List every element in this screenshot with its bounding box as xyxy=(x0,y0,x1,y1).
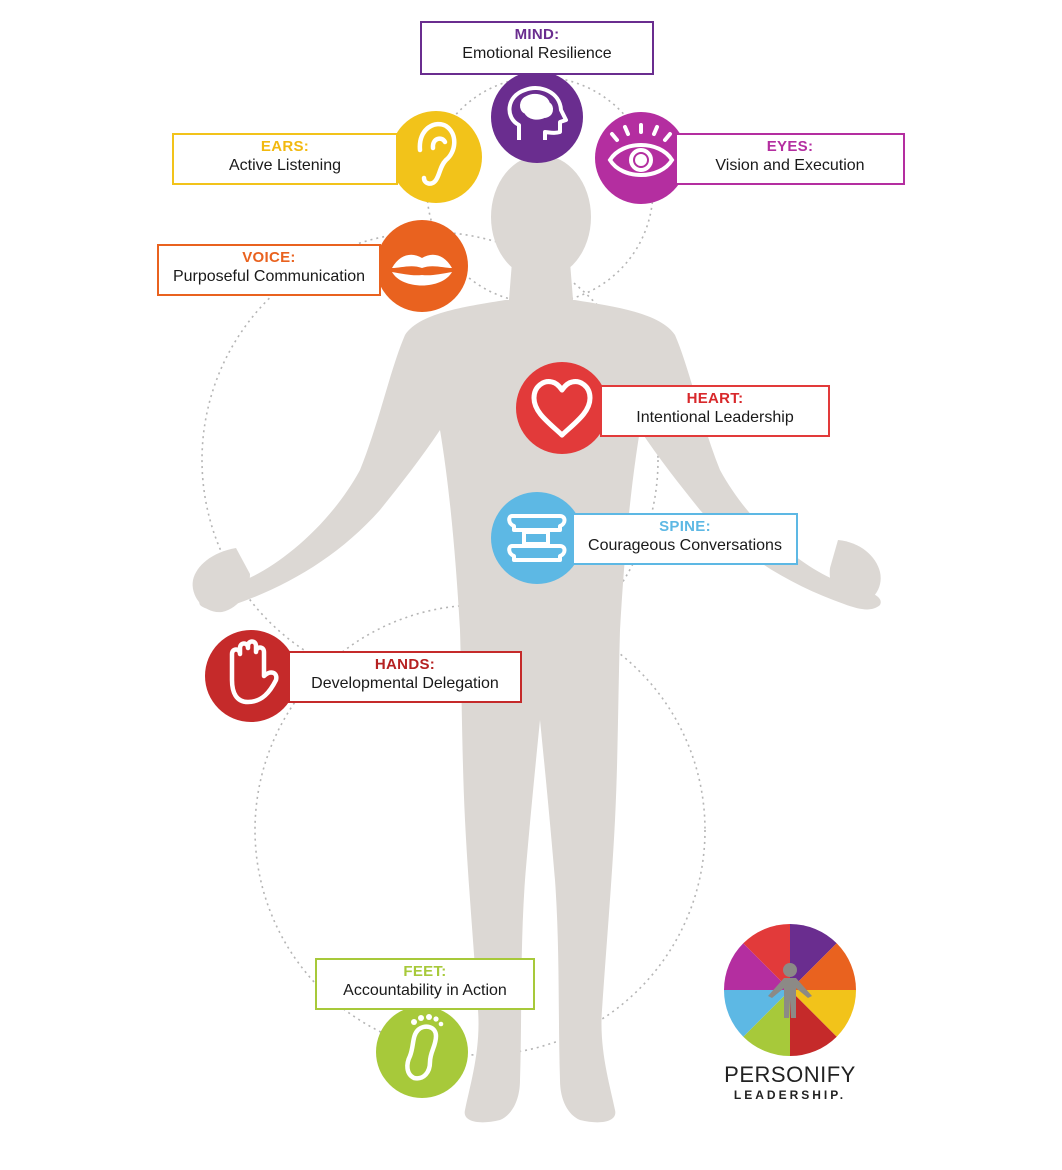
guide-circle-legs xyxy=(254,604,706,1056)
logo-segments xyxy=(724,924,856,1056)
label-ears-text: Active Listening xyxy=(228,157,342,174)
hands-circle xyxy=(205,630,297,722)
label-hands-text: Developmental Delegation xyxy=(311,675,499,692)
label-eyes-head: EYES: xyxy=(766,138,814,155)
vertebrae-icon xyxy=(507,514,567,562)
label-heart-text: Intentional Leadership xyxy=(636,409,794,426)
node-feet xyxy=(376,1006,468,1098)
ears-circle xyxy=(390,111,482,203)
brand-sub: LEADERSHIP. xyxy=(733,1088,847,1102)
brain-head-icon xyxy=(507,86,568,140)
label-eyes-text: Vision and Execution xyxy=(715,157,865,174)
label-mind-text: Emotional Resilience xyxy=(462,45,612,62)
label-feet-head: FEET: xyxy=(403,963,447,980)
label-ears-head: EARS: xyxy=(260,138,310,155)
node-hands xyxy=(205,630,297,722)
label-spine-text: Courageous Conversations xyxy=(588,537,782,554)
silhouette-body xyxy=(199,300,881,1123)
label-hands: HANDS: Developmental Delegation xyxy=(288,651,522,703)
eye-icon xyxy=(607,123,675,177)
personify-logo xyxy=(724,924,856,1056)
label-heart-head: HEART: xyxy=(686,390,744,407)
logo-figure-icon xyxy=(768,963,812,1018)
brand-wordmark: PERSONIFY LEADERSHIP. xyxy=(715,1063,865,1103)
label-feet-text: Accountability in Action xyxy=(343,982,507,999)
heart-icon xyxy=(531,379,593,438)
node-ears xyxy=(390,111,482,203)
feet-circle xyxy=(376,1006,468,1098)
human-silhouette xyxy=(192,155,881,1123)
foot-icon xyxy=(405,1024,439,1081)
label-voice: VOICE: Purposeful Communication xyxy=(157,244,381,296)
label-mind: MIND: Emotional Resilience xyxy=(420,21,654,75)
silhouette-neck xyxy=(508,262,574,312)
label-mind-head: MIND: xyxy=(514,26,560,43)
toes-icon xyxy=(411,1014,444,1027)
lips-icon xyxy=(392,254,452,286)
guide-circle-torso xyxy=(201,231,659,689)
label-eyes: EYES: Vision and Execution xyxy=(675,133,905,185)
node-spine xyxy=(491,492,583,584)
node-eyes xyxy=(595,112,687,204)
label-feet: FEET: Accountability in Action xyxy=(315,958,535,1010)
label-spine-head: SPINE: xyxy=(659,518,711,535)
brand-name: PERSONIFY xyxy=(724,1062,856,1087)
hand-icon xyxy=(229,639,279,705)
node-heart xyxy=(516,362,608,454)
silhouette-left-hand xyxy=(192,548,250,613)
label-voice-head: VOICE: xyxy=(242,249,296,266)
label-voice-text: Purposeful Communication xyxy=(172,268,366,285)
silhouette-right-hand xyxy=(829,540,881,605)
label-ears: EARS: Active Listening xyxy=(172,133,398,185)
ear-icon xyxy=(417,121,457,186)
label-heart: HEART: Intentional Leadership xyxy=(600,385,830,437)
spine-circle xyxy=(491,492,583,584)
heart-circle xyxy=(516,362,608,454)
node-mind xyxy=(491,71,583,163)
label-spine: SPINE: Courageous Conversations xyxy=(572,513,798,565)
silhouette-head xyxy=(491,155,591,279)
label-hands-head: HANDS: xyxy=(374,656,436,673)
node-voice xyxy=(376,220,468,312)
